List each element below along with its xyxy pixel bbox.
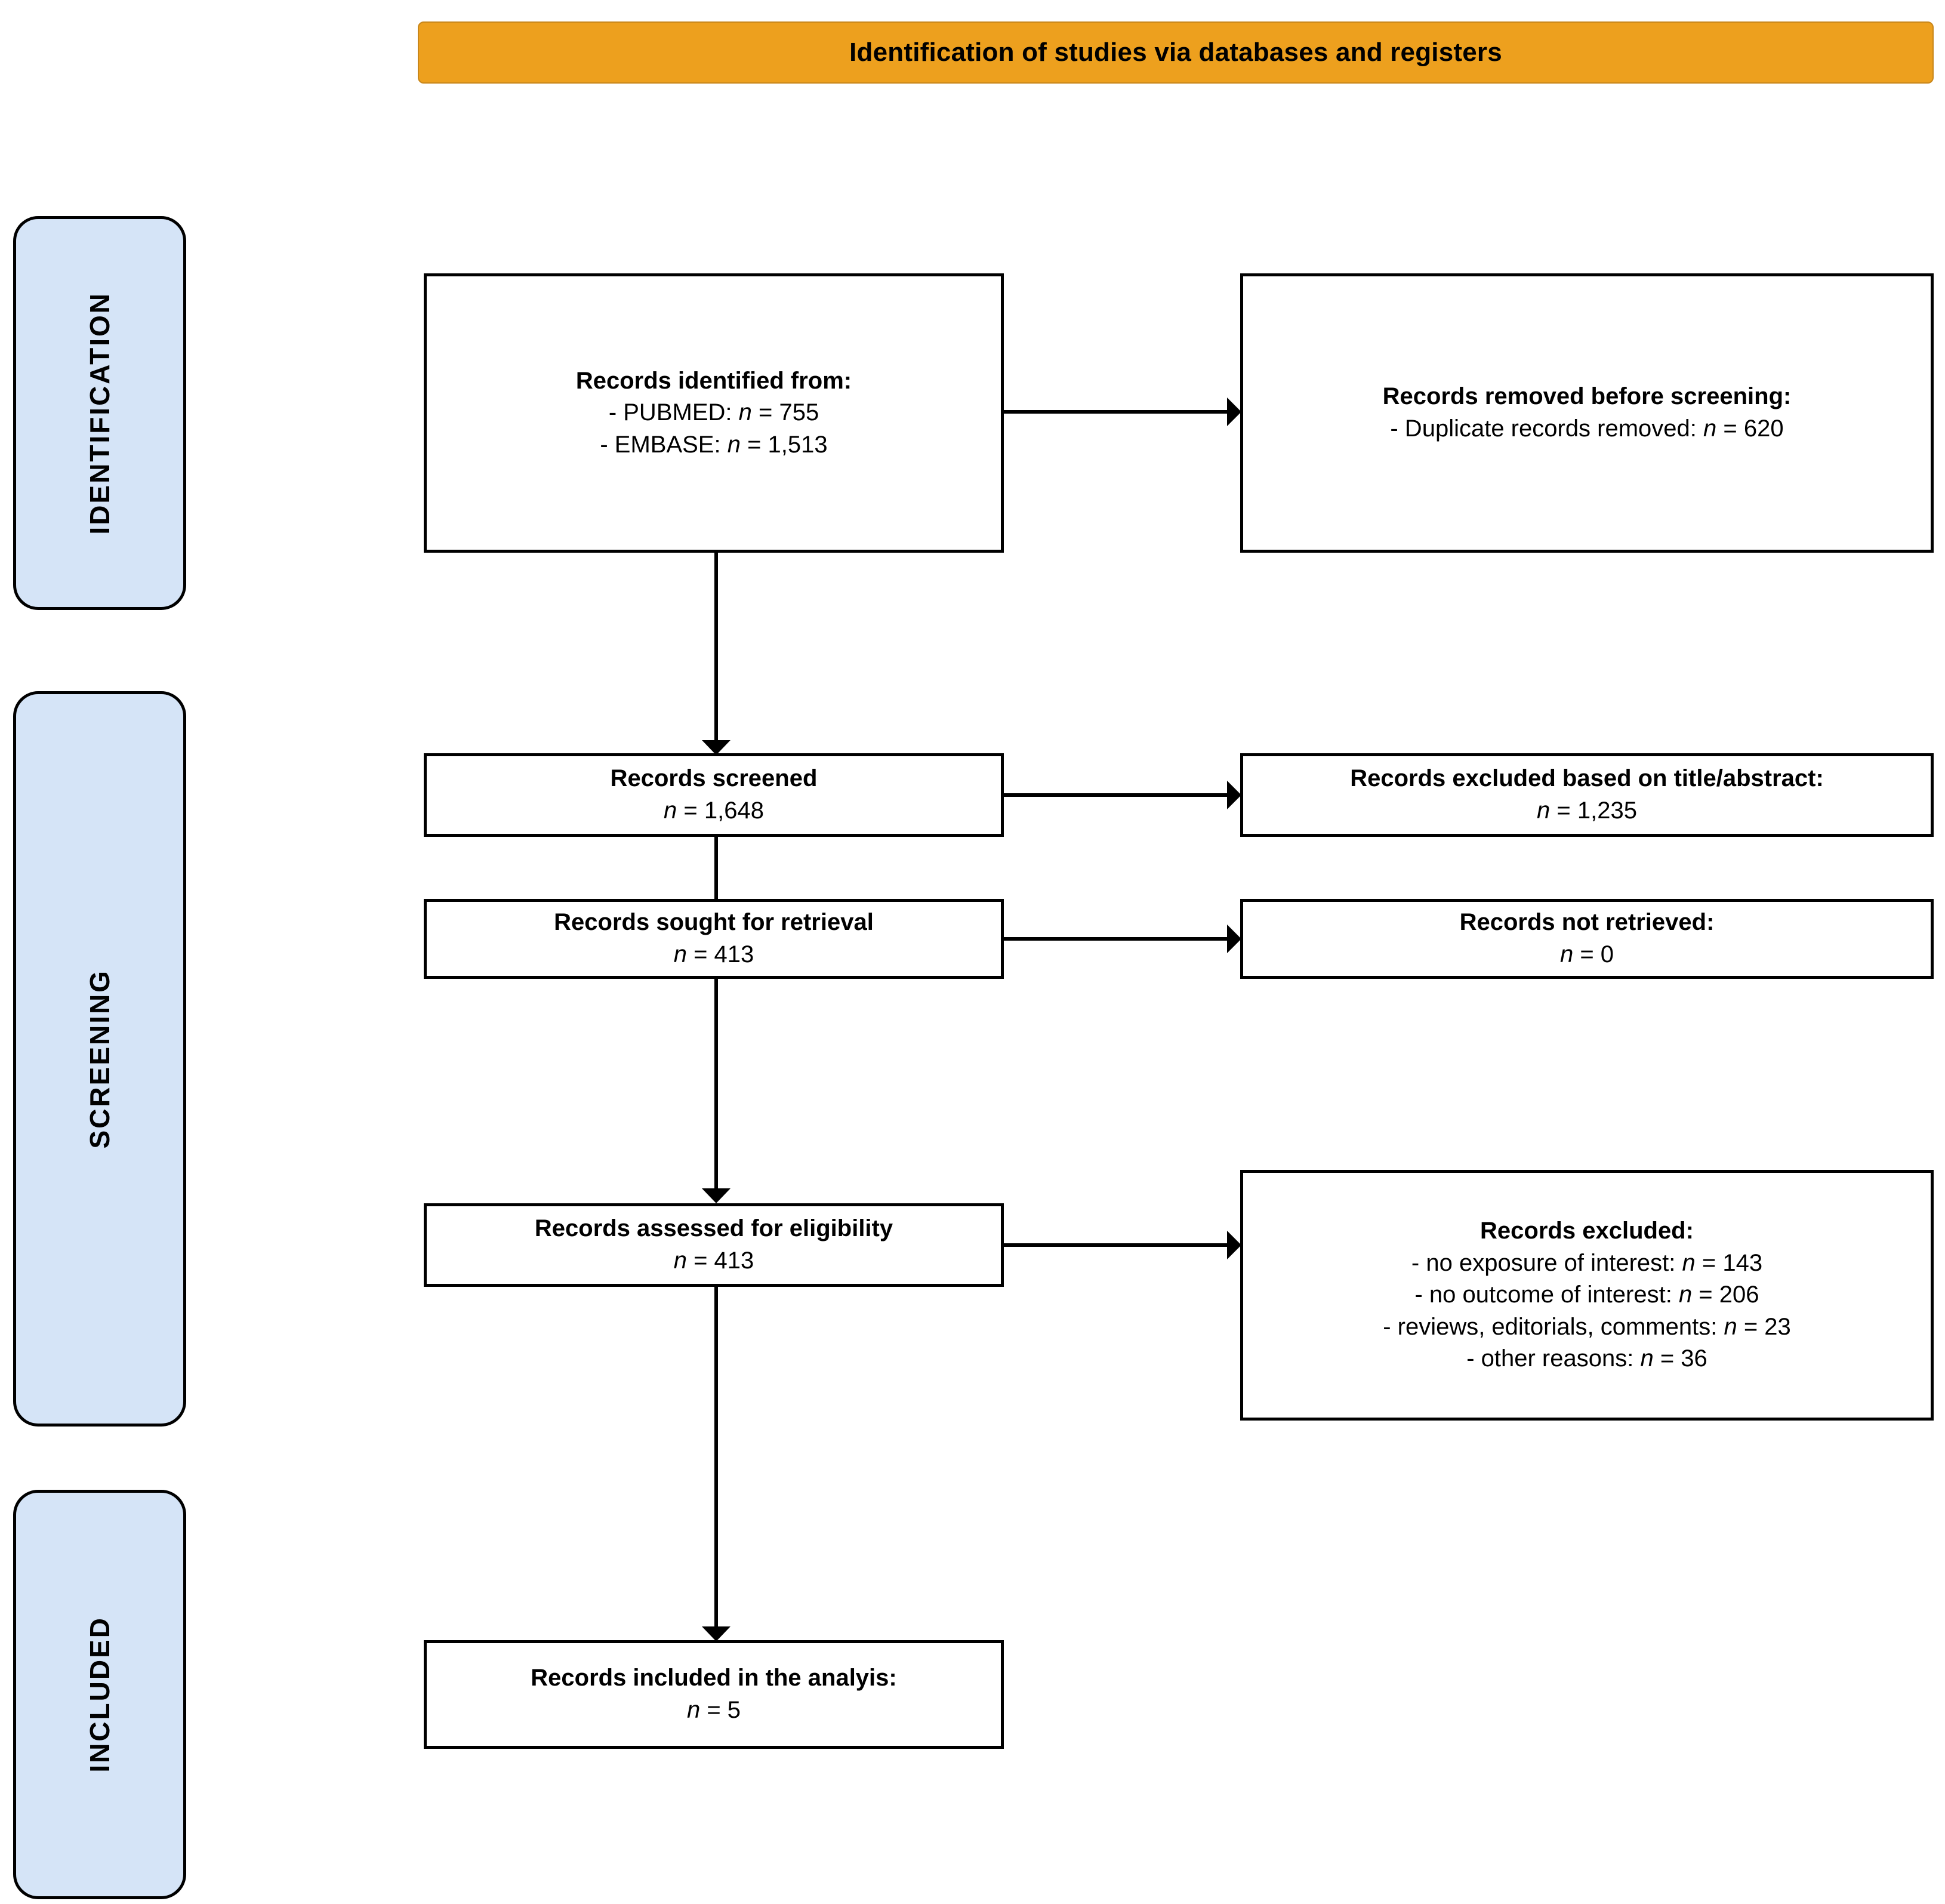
connector-identified-to-removed (1004, 382, 1243, 442)
box-eligibility-count: n = 413 (673, 1247, 754, 1274)
box-records-removed-before-screening: Records removed before screening: - Dupl… (1240, 273, 1934, 553)
box-identified-source-pubmed: - PUBMED: n = 755 (608, 399, 819, 426)
box-excluded-ta-count: n = 1,235 (1537, 797, 1637, 824)
box-records-excluded-reasons: Records excluded: - no exposure of inter… (1240, 1170, 1934, 1421)
connector-sought-to-notretrieved (1004, 909, 1243, 969)
box-excluded-reasons-title: Records excluded: (1480, 1218, 1694, 1244)
box-excluded-reason-no-exposure: - no exposure of interest: n = 143 (1411, 1249, 1763, 1276)
box-records-excluded-title-abstract: Records excluded based on title/abstract… (1240, 753, 1934, 837)
box-notretrieved-title: Records not retrieved: (1459, 909, 1715, 936)
phase-label-screening: SCREENING (84, 969, 115, 1149)
diagram-title: Identification of studies via databases … (849, 38, 1502, 67)
box-records-included-in-analysis: Records included in the analyis: n = 5 (424, 1640, 1004, 1749)
box-excluded-reason-no-outcome: - no outcome of interest: n = 206 (1414, 1281, 1759, 1308)
phase-rail-identification: IDENTIFICATION (13, 216, 186, 610)
box-records-identified: Records identified from: - PUBMED: n = 7… (424, 273, 1004, 553)
phase-rail-screening: SCREENING (13, 691, 186, 1427)
box-identified-source-embase: - EMBASE: n = 1,513 (600, 431, 828, 458)
box-removed-duplicates: - Duplicate records removed: n = 620 (1390, 415, 1784, 442)
connector-eligibility-to-included (686, 1284, 746, 1643)
connector-identified-to-screened (686, 550, 746, 756)
box-sought-count: n = 413 (673, 941, 754, 968)
box-excluded-reason-reviews: - reviews, editorials, comments: n = 23 (1383, 1313, 1791, 1340)
diagram-header-banner: Identification of studies via databases … (418, 21, 1934, 84)
box-screened-count: n = 1,648 (664, 797, 764, 824)
box-excluded-ta-title: Records excluded based on title/abstract… (1350, 765, 1824, 792)
box-removed-title: Records removed before screening: (1382, 383, 1792, 410)
connector-screened-to-sought (686, 834, 746, 903)
box-records-sought-for-retrieval: Records sought for retrieval n = 413 (424, 899, 1004, 979)
box-excluded-reason-other: - other reasons: n = 36 (1466, 1345, 1707, 1372)
box-records-screened: Records screened n = 1,648 (424, 753, 1004, 837)
phase-label-identification: IDENTIFICATION (84, 291, 115, 535)
phase-label-included: INCLUDED (84, 1616, 115, 1773)
box-included-count: n = 5 (686, 1697, 741, 1723)
box-notretrieved-count: n = 0 (1559, 941, 1614, 968)
phase-rail-included: INCLUDED (13, 1490, 186, 1899)
connector-eligibility-to-excludedreasons (1004, 1215, 1243, 1275)
box-records-not-retrieved: Records not retrieved: n = 0 (1240, 899, 1934, 979)
box-identified-title: Records identified from: (575, 367, 852, 394)
box-included-title: Records included in the analyis: (531, 1665, 897, 1692)
connector-sought-to-eligibility (686, 976, 746, 1204)
box-eligibility-title: Records assessed for eligibility (534, 1215, 893, 1242)
connector-screened-to-excluded (1004, 765, 1243, 825)
box-screened-title: Records screened (610, 765, 818, 792)
box-sought-title: Records sought for retrieval (554, 909, 874, 936)
box-records-assessed-for-eligibility: Records assessed for eligibility n = 413 (424, 1203, 1004, 1287)
